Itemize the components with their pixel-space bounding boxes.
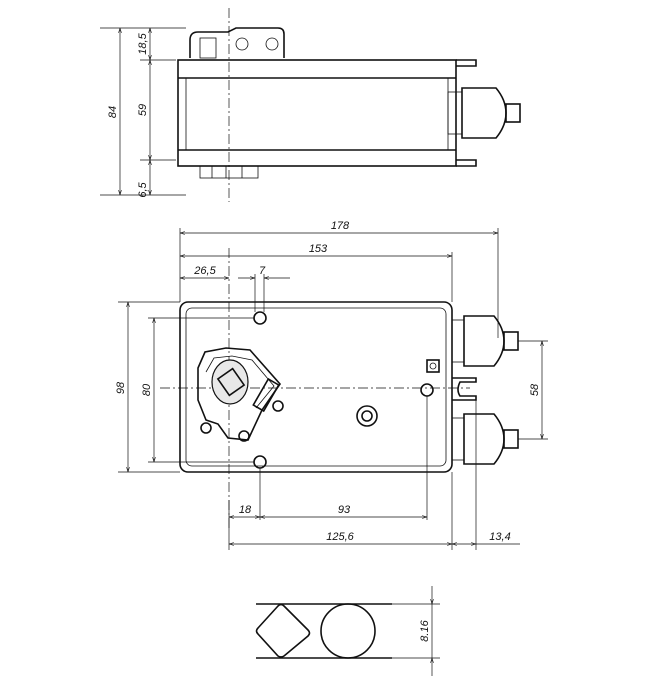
round-shaft-profile <box>320 603 376 659</box>
top-connector-body <box>461 87 507 139</box>
dim-58-label: 58 <box>529 383 541 396</box>
manual-knob <box>356 405 378 427</box>
front-body-inner <box>185 307 447 467</box>
dim-80-label: 80 <box>141 383 153 396</box>
shaft-hub <box>211 359 249 405</box>
clamp-nut <box>252 377 280 413</box>
dim-125-6-label: 125,6 <box>326 531 354 543</box>
top-plate-lower <box>456 159 477 167</box>
connector-base <box>451 319 465 363</box>
dim-59-label: 59 <box>137 104 149 116</box>
dim-13-4-label: 13,4 <box>489 531 510 543</box>
front-body <box>179 301 453 473</box>
front-view: 178 153 26,5 7 98 80 58 18 93 125,6 13,4 <box>115 220 548 550</box>
connector-base <box>451 417 465 461</box>
dim-98-label: 98 <box>115 381 127 394</box>
mount-hole-right <box>420 383 434 397</box>
dim-7-label: 7 <box>259 265 266 277</box>
shaft-profile: 8.16 <box>255 586 440 676</box>
dim-shaft-label: 8.16 <box>419 619 431 641</box>
dim-26-5-label: 26,5 <box>193 265 216 277</box>
shaft-clamp <box>197 347 282 441</box>
dim-18-label: 18 <box>239 504 252 516</box>
dim-6-5-label: 6,5 <box>137 181 149 197</box>
clamp-bolt-lower <box>238 430 250 442</box>
top-clamp <box>199 37 217 59</box>
mount-hole-top <box>253 311 267 325</box>
marker-dot <box>429 362 437 370</box>
dim-178-label: 178 <box>331 220 350 232</box>
connector-tip <box>503 331 519 351</box>
connector-body <box>463 413 505 465</box>
clamp-bolt <box>272 400 284 412</box>
square-shaft-profile <box>255 603 311 658</box>
shaft-square <box>216 367 246 397</box>
top-bottom-clamp <box>199 165 259 179</box>
top-bolt-right <box>265 37 279 51</box>
dim-153-label: 153 <box>309 243 328 255</box>
clamp-screw <box>200 422 212 434</box>
dim-18-5-label: 18,5 <box>137 32 149 54</box>
top-body <box>177 59 457 167</box>
dim-84-label: 84 <box>107 106 119 118</box>
top-bolt-left <box>235 37 249 51</box>
square-marker <box>426 359 440 373</box>
top-connector-tip <box>505 103 521 123</box>
dim-93-label: 93 <box>338 504 351 516</box>
top-connector-base <box>447 91 463 135</box>
end-slot <box>452 377 477 401</box>
clamp-detail <box>205 355 275 409</box>
top-view: 84 18,5 59 6,5 <box>100 8 521 202</box>
top-bracket <box>189 27 285 58</box>
connector-tip <box>503 429 519 449</box>
connector-lower <box>451 413 519 465</box>
manual-knob-inner <box>361 410 373 422</box>
top-plate-upper <box>456 59 477 67</box>
connector-upper <box>451 315 519 367</box>
